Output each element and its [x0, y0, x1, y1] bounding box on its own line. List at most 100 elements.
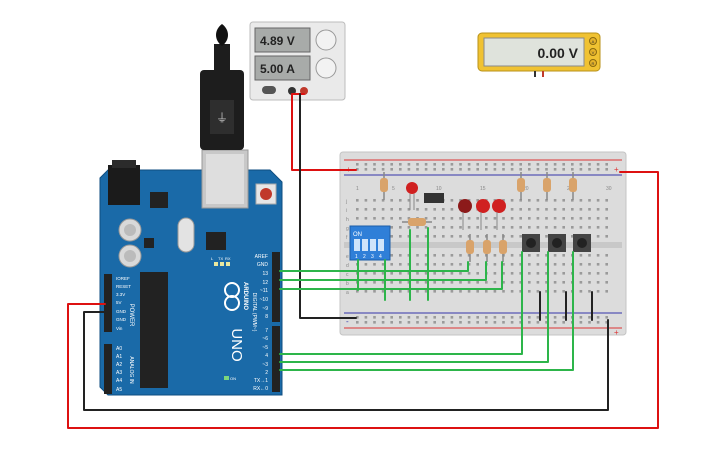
breadboard-hole[interactable]: [364, 281, 368, 284]
breadboard-hole[interactable]: [381, 272, 385, 275]
breadboard-hole[interactable]: [596, 226, 600, 229]
breadboard-hole[interactable]: [467, 263, 471, 266]
breadboard-hole[interactable]: [476, 217, 479, 220]
breadboard-hole[interactable]: [442, 316, 445, 319]
breadboard-hole[interactable]: [433, 316, 436, 319]
resistor-top-1[interactable]: [380, 172, 388, 200]
breadboard-hole[interactable]: [536, 272, 540, 275]
breadboard-hole[interactable]: [553, 321, 557, 324]
breadboard-hole[interactable]: [467, 316, 471, 319]
breadboard-hole[interactable]: [390, 316, 393, 319]
breadboard-hole[interactable]: [502, 272, 505, 275]
breadboard-hole[interactable]: [450, 254, 454, 257]
breadboard-hole[interactable]: [605, 254, 608, 257]
breadboard-hole[interactable]: [390, 235, 393, 238]
breadboard-hole[interactable]: [553, 290, 557, 293]
breadboard-hole[interactable]: [485, 217, 488, 220]
breadboard-hole[interactable]: [493, 235, 497, 238]
breadboard-hole[interactable]: [571, 235, 574, 238]
breadboard-hole[interactable]: [545, 208, 548, 211]
breadboard-hole[interactable]: [485, 290, 488, 293]
digital-header-bottom[interactable]: [272, 326, 280, 392]
breadboard-hole[interactable]: [571, 168, 574, 171]
breadboard-hole[interactable]: [467, 163, 471, 166]
breadboard-hole[interactable]: [381, 163, 385, 166]
breadboard-hole[interactable]: [373, 272, 376, 275]
breadboard-hole[interactable]: [356, 290, 359, 293]
breadboard-hole[interactable]: [510, 316, 514, 319]
led-red-2[interactable]: [458, 199, 472, 230]
breadboard-hole[interactable]: [596, 290, 600, 293]
breadboard-hole[interactable]: [588, 226, 591, 229]
breadboard-hole[interactable]: [510, 226, 514, 229]
breadboard-hole[interactable]: [528, 254, 531, 257]
breadboard-hole[interactable]: [528, 168, 531, 171]
breadboard-hole[interactable]: [399, 208, 402, 211]
breadboard-hole[interactable]: [450, 168, 454, 171]
breadboard-hole[interactable]: [399, 168, 402, 171]
breadboard-hole[interactable]: [519, 199, 522, 202]
breadboard-hole[interactable]: [476, 263, 479, 266]
breadboard-hole[interactable]: [510, 199, 514, 202]
breadboard-hole[interactable]: [502, 163, 505, 166]
breadboard-hole[interactable]: [579, 290, 583, 293]
wire-supply-positive[interactable]: [291, 93, 357, 171]
breadboard-hole[interactable]: [459, 290, 462, 293]
breadboard-hole[interactable]: [424, 290, 428, 293]
arduino-uno-board[interactable]: L TX RX ON ARDUINO UNO DIGITAL (PWM~) PO…: [99, 149, 283, 396]
breadboard-hole[interactable]: [605, 316, 608, 319]
breadboard-hole[interactable]: [399, 199, 402, 202]
breadboard-hole[interactable]: [571, 226, 574, 229]
breadboard-hole[interactable]: [356, 208, 359, 211]
breadboard-hole[interactable]: [562, 163, 565, 166]
breadboard-hole[interactable]: [579, 281, 583, 284]
breadboard-hole[interactable]: [536, 281, 540, 284]
breadboard-hole[interactable]: [519, 281, 522, 284]
breadboard-hole[interactable]: [571, 163, 574, 166]
breadboard-hole[interactable]: [528, 226, 531, 229]
breadboard-hole[interactable]: [588, 163, 591, 166]
breadboard-hole[interactable]: [390, 263, 393, 266]
breadboard-hole[interactable]: [356, 316, 359, 319]
breadboard-hole[interactable]: [381, 321, 385, 324]
breadboard-hole[interactable]: [450, 316, 454, 319]
breadboard-hole[interactable]: [442, 217, 445, 220]
breadboard-hole[interactable]: [424, 263, 428, 266]
breadboard-hole[interactable]: [459, 217, 462, 220]
wire-pin-11[interactable]: [279, 261, 503, 290]
breadboard-hole[interactable]: [390, 272, 393, 275]
breadboard-hole[interactable]: [562, 281, 565, 284]
breadboard-hole[interactable]: [467, 321, 471, 324]
breadboard-hole[interactable]: [596, 235, 600, 238]
breadboard-hole[interactable]: [605, 168, 608, 171]
breadboard-hole[interactable]: [356, 163, 359, 166]
breadboard-hole[interactable]: [416, 290, 419, 293]
breadboard-hole[interactable]: [364, 168, 368, 171]
breadboard-hole[interactable]: [416, 163, 419, 166]
breadboard-hole[interactable]: [416, 199, 419, 202]
breadboard-hole[interactable]: [467, 290, 471, 293]
voltage-knob[interactable]: [315, 29, 337, 51]
breadboard-hole[interactable]: [459, 163, 462, 166]
breadboard-hole[interactable]: [381, 290, 385, 293]
breadboard-hole[interactable]: [528, 263, 531, 266]
breadboard-hole[interactable]: [364, 316, 368, 319]
breadboard-hole[interactable]: [356, 217, 359, 220]
breadboard-hole[interactable]: [373, 199, 376, 202]
breadboard-hole[interactable]: [442, 208, 445, 211]
breadboard-hole[interactable]: [433, 168, 436, 171]
breadboard-hole[interactable]: [467, 168, 471, 171]
breadboard-hole[interactable]: [502, 290, 505, 293]
led-red-3[interactable]: [476, 199, 490, 230]
breadboard-hole[interactable]: [519, 316, 522, 319]
breadboard-hole[interactable]: [485, 168, 488, 171]
mode-r-button[interactable]: [589, 59, 597, 67]
breadboard-hole[interactable]: [459, 316, 462, 319]
breadboard-hole[interactable]: [596, 281, 600, 284]
breadboard-hole[interactable]: [450, 290, 454, 293]
dip-toggle-2[interactable]: [362, 239, 368, 251]
breadboard-hole[interactable]: [390, 217, 393, 220]
dip-toggle-4[interactable]: [378, 239, 384, 251]
breadboard-hole[interactable]: [442, 321, 445, 324]
breadboard-hole[interactable]: [596, 321, 600, 324]
